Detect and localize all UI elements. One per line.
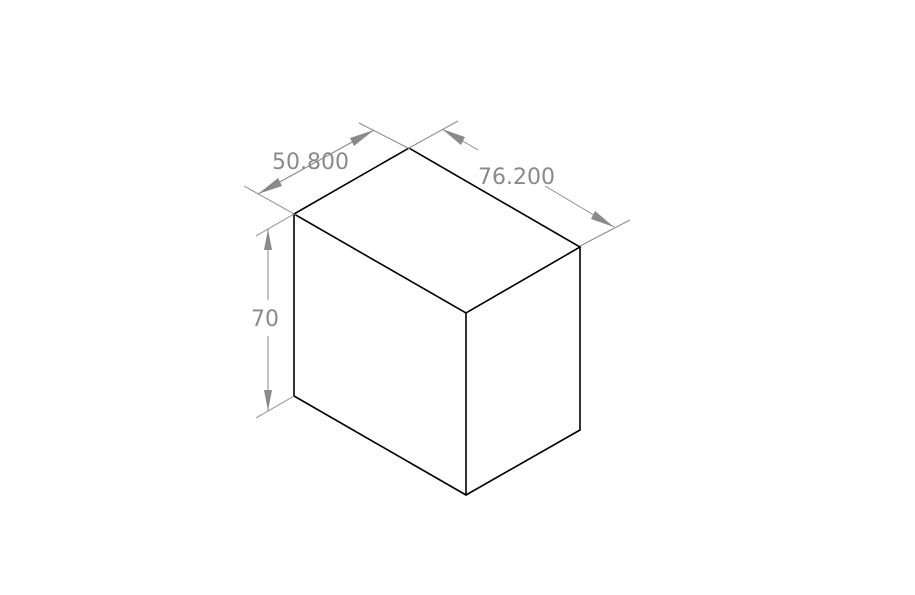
- arrow-head: [350, 130, 374, 146]
- dimension-label: 76.200: [478, 165, 555, 190]
- extension-line: [243, 185, 297, 216]
- extension-line: [408, 120, 459, 149]
- arrow-head: [264, 390, 272, 411]
- arrow-head: [442, 129, 465, 145]
- dimension-label: 70: [251, 307, 279, 332]
- extension-line: [579, 219, 631, 247]
- extension-line: [255, 395, 295, 419]
- extension-line: [358, 122, 411, 150]
- arrow-head: [591, 211, 614, 227]
- bottom-left-edge: [293, 395, 467, 496]
- dimension-label: 50.800: [272, 150, 349, 175]
- dimension-height[interactable]: 70: [251, 213, 295, 419]
- block-model: [292, 147, 582, 496]
- extension-line: [255, 213, 295, 237]
- arrow-head: [264, 229, 272, 250]
- dimension-depth[interactable]: 50.800: [243, 122, 411, 216]
- arrow-head: [258, 178, 282, 194]
- dimension-width[interactable]: 76.200: [408, 120, 631, 247]
- bottom-right-edge: [465, 429, 581, 496]
